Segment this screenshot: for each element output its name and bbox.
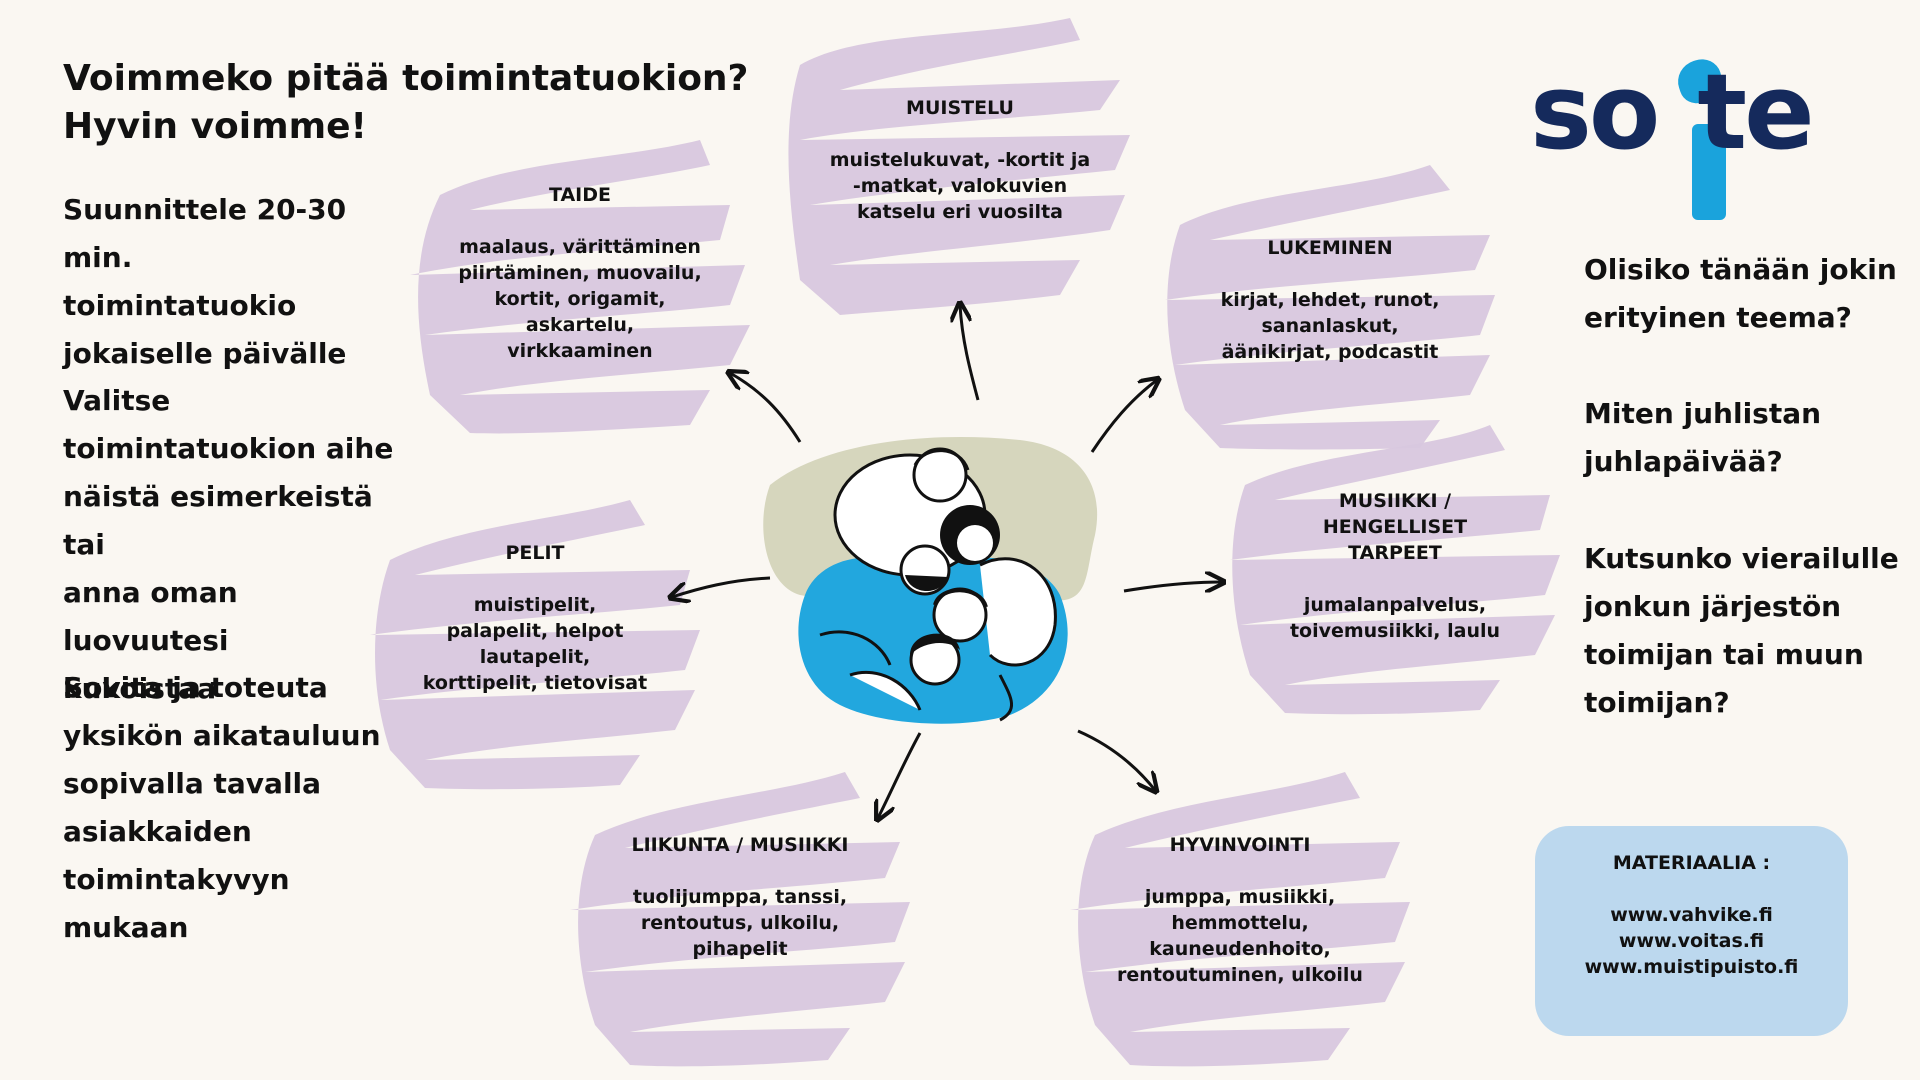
bubble-title: TARPEET xyxy=(1348,542,1442,564)
text-line: erityinen teema? xyxy=(1584,301,1852,334)
brush-stroke-shape xyxy=(788,18,1130,315)
text-line: kukoistaa xyxy=(63,672,217,705)
title-line-1: Voimmeko pitää toimintatuokion? xyxy=(63,58,749,99)
page-title: Voimmeko pitää toimintatuokion? Hyvin vo… xyxy=(63,55,783,151)
bubble-title: LIIKUNTA / MUSIIKKI xyxy=(631,834,849,856)
text-line: toimintatuokio xyxy=(63,289,297,322)
bubble-title: LUKEMINEN xyxy=(1267,237,1393,259)
bubble-hyvinvointi: HYVINVOINTI jumppa, musiikki, hemmottelu… xyxy=(1060,760,1420,1070)
bubble-text: korttipelit, tietovisat xyxy=(422,672,648,694)
materials-title: MATERIAALIA : xyxy=(1612,852,1771,874)
text-line: toimintakyvyn xyxy=(63,863,290,896)
bubble-text: jumppa, musiikki, xyxy=(1144,886,1336,908)
bubble-text: muistipelit, xyxy=(473,594,597,616)
bubble-text: sananlaskut, xyxy=(1261,315,1399,337)
text-line: Sovita ja toteuta xyxy=(63,671,328,704)
bubble-text: toivemusiikki, laulu xyxy=(1289,620,1501,642)
left-paragraph-plan: Suunnittele 20-30 min. toimintatuokio jo… xyxy=(63,186,403,378)
text-line: Valitse xyxy=(63,384,171,417)
text-line: yksikön aikatauluun xyxy=(63,719,381,752)
bubble-title: MUSIIKKI / xyxy=(1338,490,1452,512)
bubble-lukeminen: LUKEMINEN kirjat, lehdet, runot, sananla… xyxy=(1150,150,1510,450)
bubble-text: kortit, origamit, xyxy=(494,288,666,310)
right-paragraph-celebrate: Miten juhlistan juhlapäivää? xyxy=(1584,390,1904,486)
logo-i-stem xyxy=(1692,124,1726,220)
text-line: näistä esimerkeistä tai xyxy=(63,480,373,561)
brush-stroke-shape xyxy=(1165,165,1495,450)
bubble-text: rentoutuminen, ulkoilu xyxy=(1117,964,1363,986)
bubble-title: TAIDE xyxy=(548,184,611,206)
brush-stroke-shape xyxy=(1230,425,1560,715)
text-line: asiakkaiden xyxy=(63,815,252,848)
text-line: jonkun järjestön xyxy=(1584,590,1842,623)
text-line: toimijan? xyxy=(1584,686,1730,719)
text-line: toimintatuokion aihe xyxy=(63,432,394,465)
bubble-text: tuolijumppa, tanssi, xyxy=(632,886,848,908)
brush-stroke-shape xyxy=(1070,772,1410,1067)
bubble-text: pihapelit xyxy=(692,938,788,960)
text-line: sopivalla tavalla xyxy=(63,767,322,800)
text-line: juhlapäivää? xyxy=(1584,445,1783,478)
bubble-pelit: PELIT muistipelit, palapelit, helpot lau… xyxy=(360,490,710,790)
right-paragraph-invite: Kutsunko vierailulle jonkun järjestön to… xyxy=(1584,535,1904,727)
bubble-liikunta: LIIKUNTA / MUSIIKKI tuolijumppa, tanssi,… xyxy=(560,760,920,1070)
title-line-2: Hyvin voimme! xyxy=(63,106,367,147)
bubble-taide: TAIDE maalaus, värittäminen piirtäminen,… xyxy=(400,125,760,435)
arrow-to-musiikki-icon xyxy=(1123,582,1222,591)
bubble-text: muistelukuvat, -kortit ja xyxy=(829,149,1091,171)
bubble-text: äänikirjat, podcastit xyxy=(1221,341,1439,363)
left-paragraph-choose: Valitse toimintatuokion aihe näistä esim… xyxy=(63,377,403,713)
bubble-text: maalaus, värittäminen xyxy=(459,236,701,258)
bubble-title: MUISTELU xyxy=(906,97,1014,119)
text-line: toimijan tai muun xyxy=(1584,638,1864,671)
materials-link[interactable]: www.vahvike.fi xyxy=(1610,904,1773,926)
materials-link[interactable]: www.muistipuisto.fi xyxy=(1584,956,1799,978)
bubble-text: jumalanpalvelus, xyxy=(1303,594,1487,616)
text-line: mukaan xyxy=(63,911,189,944)
bubble-muistelu: MUISTELU muistelukuvat, -kortit ja -matk… xyxy=(780,10,1140,320)
brush-stroke-shape xyxy=(570,772,910,1067)
text-line: Miten juhlistan xyxy=(1584,397,1822,430)
brush-stroke-shape xyxy=(370,500,700,790)
left-paragraph-schedule: Sovita ja toteuta yksikön aikatauluun so… xyxy=(63,664,403,952)
text-line: jokaiselle päivälle xyxy=(63,337,347,370)
text-line: anna oman luovuutesi xyxy=(63,576,238,657)
bubble-text: virkkaaminen xyxy=(507,340,653,362)
bubble-text: kirjat, lehdet, runot, xyxy=(1220,289,1440,311)
text-line: Kutsunko vierailulle xyxy=(1584,542,1899,575)
materials-box: MATERIAALIA : www.vahvike.fi www.voitas.… xyxy=(1535,826,1848,1036)
bubble-text: katselu eri vuosilta xyxy=(857,201,1063,223)
brush-stroke-shape xyxy=(410,140,750,434)
bubble-text: lautapelit, xyxy=(479,646,591,668)
bubble-text: -matkat, valokuvien xyxy=(852,175,1068,197)
text-line: Suunnittele 20-30 min. xyxy=(63,193,347,274)
bubble-text: palapelit, helpot xyxy=(446,620,624,642)
materials-link[interactable]: www.voitas.fi xyxy=(1618,930,1765,952)
bubble-title: HENGELLISET xyxy=(1322,516,1468,538)
bubble-text: piirtäminen, muovailu, xyxy=(458,262,702,284)
bubble-title: PELIT xyxy=(505,542,565,564)
bubble-text: askartelu, xyxy=(525,314,635,336)
bubble-title: HYVINVOINTI xyxy=(1169,834,1311,856)
bubble-text: hemmottelu, xyxy=(1171,912,1309,934)
group-hug-illustration xyxy=(760,425,1110,735)
bubble-text: rentoutus, ulkoilu, xyxy=(640,912,840,934)
text-line: Olisiko tänään jokin xyxy=(1584,253,1897,286)
bubble-text: kauneudenhoito, xyxy=(1149,938,1331,960)
group-hug-icon xyxy=(763,437,1098,724)
right-paragraph-theme: Olisiko tänään jokin erityinen teema? xyxy=(1584,246,1904,342)
bubble-musiikki: MUSIIKKI / HENGELLISET TARPEET jumalanpa… xyxy=(1220,415,1570,715)
